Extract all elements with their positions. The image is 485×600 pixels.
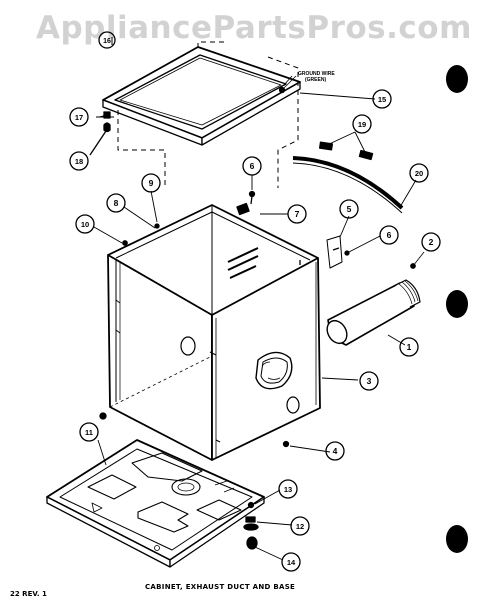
clamp-2 — [410, 251, 425, 269]
leader-lines — [93, 37, 417, 561]
binder-hole-bottom — [446, 525, 468, 553]
bracket-7 — [236, 190, 256, 216]
callout-12: 12 — [296, 522, 304, 531]
callout-1: 1 — [407, 342, 412, 352]
callout-10: 10 — [81, 220, 89, 229]
callout-labels: 1 2 3 4 5 6 6 7 8 9 10 11 12 13 14 15 16… — [75, 38, 434, 567]
top-panel — [102, 46, 301, 146]
svg-text:(GREEN): (GREEN) — [305, 77, 326, 83]
base-pan — [46, 439, 265, 568]
trim-strip — [292, 141, 404, 214]
page-reference: 22 REV. 1 — [10, 590, 47, 598]
callout-17: 17 — [75, 113, 83, 122]
callout-14: 14 — [287, 558, 296, 567]
callout-11: 11 — [85, 428, 93, 437]
callout-13: 13 — [284, 485, 292, 494]
ground-wire-label: GROUND WIRE (GREEN) — [298, 71, 335, 83]
callout-3: 3 — [367, 376, 372, 386]
exhaust-duct — [326, 279, 421, 346]
diagram-caption: CABINET, EXHAUST DUCT AND BASE — [145, 583, 296, 591]
leveling-leg — [243, 501, 259, 550]
callout-18: 18 — [75, 157, 83, 166]
callout-9: 9 — [149, 178, 154, 188]
clip-18 — [89, 122, 111, 156]
binder-hole-middle — [446, 290, 468, 318]
callout-15: 15 — [378, 95, 386, 104]
callout-6-right: 6 — [387, 230, 392, 240]
callout-4: 4 — [333, 446, 338, 456]
callout-16: 16 — [103, 38, 111, 45]
svg-text:GROUND WIRE: GROUND WIRE — [298, 71, 335, 77]
hidden-lines — [117, 41, 299, 188]
callout-8: 8 — [114, 198, 119, 208]
callout-2: 2 — [429, 237, 434, 247]
cabinet-screws — [99, 223, 290, 448]
site-watermark: AppliancePartsPros.com — [36, 10, 472, 46]
callout-6-top: 6 — [250, 161, 255, 171]
binder-hole-top — [446, 65, 468, 93]
callout-circles — [69, 31, 441, 572]
callout-7: 7 — [295, 209, 300, 219]
callout-19: 19 — [358, 120, 366, 129]
callout-5: 5 — [347, 204, 352, 214]
cabinet — [107, 204, 321, 461]
callout-20: 20 — [415, 169, 423, 178]
bracket-5 — [326, 235, 350, 269]
